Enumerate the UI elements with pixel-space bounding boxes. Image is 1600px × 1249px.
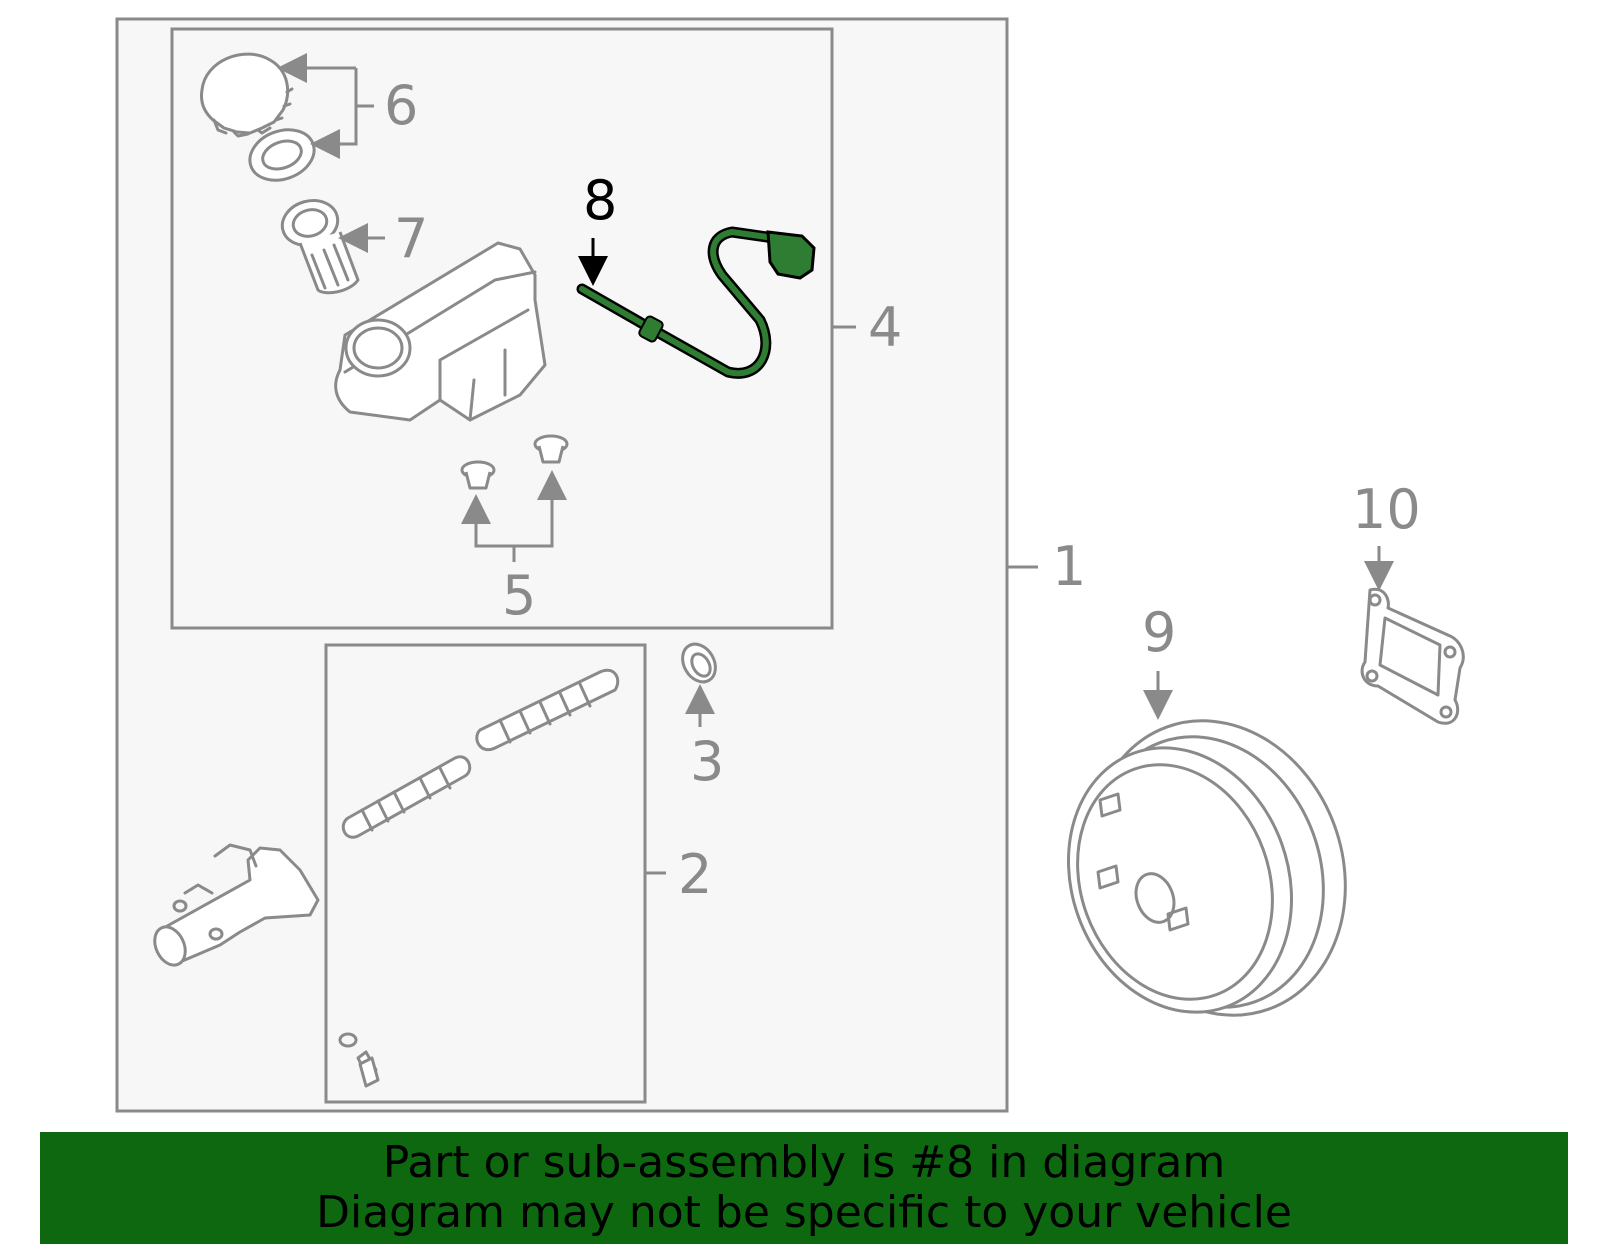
- reservoir-body: [334, 241, 547, 422]
- gasket-part[interactable]: [1360, 587, 1465, 725]
- leader-6b: [310, 68, 358, 159]
- reservoir-cap-part[interactable]: [200, 52, 294, 138]
- callout-9: 9: [1142, 601, 1176, 664]
- repair-kit-box-2: [324, 643, 647, 1104]
- level-sensor-part-8[interactable]: [576, 226, 816, 379]
- callout-6: 6: [384, 74, 418, 137]
- strainer-part[interactable]: [277, 195, 360, 295]
- banner-line-2: Diagram may not be specific to your vehi…: [316, 1187, 1292, 1238]
- master-cylinder-body: [153, 843, 320, 967]
- callout-5: 5: [502, 564, 536, 627]
- grommet-part-left[interactable]: [460, 460, 496, 490]
- callout-4: 4: [868, 296, 902, 359]
- callout-7: 7: [394, 207, 428, 270]
- callout-8: 8: [583, 169, 617, 232]
- callout-1: 1: [1052, 535, 1086, 598]
- piston-kit-part[interactable]: [341, 668, 620, 839]
- bleeder-screw-part[interactable]: [338, 1032, 380, 1088]
- callout-10: 10: [1352, 478, 1421, 541]
- leader-5b: [514, 470, 567, 548]
- callout-3: 3: [690, 730, 724, 793]
- callout-2: 2: [678, 843, 712, 906]
- brake-booster-part[interactable]: [1032, 685, 1385, 1052]
- info-banner: Part or sub-assembly is #8 in diagram Di…: [40, 1132, 1568, 1244]
- clip-ring-part[interactable]: [676, 638, 722, 688]
- banner-line-1: Part or sub-assembly is #8 in diagram: [382, 1137, 1226, 1188]
- leader-5: [461, 494, 516, 562]
- grommet-part-right[interactable]: [533, 434, 569, 464]
